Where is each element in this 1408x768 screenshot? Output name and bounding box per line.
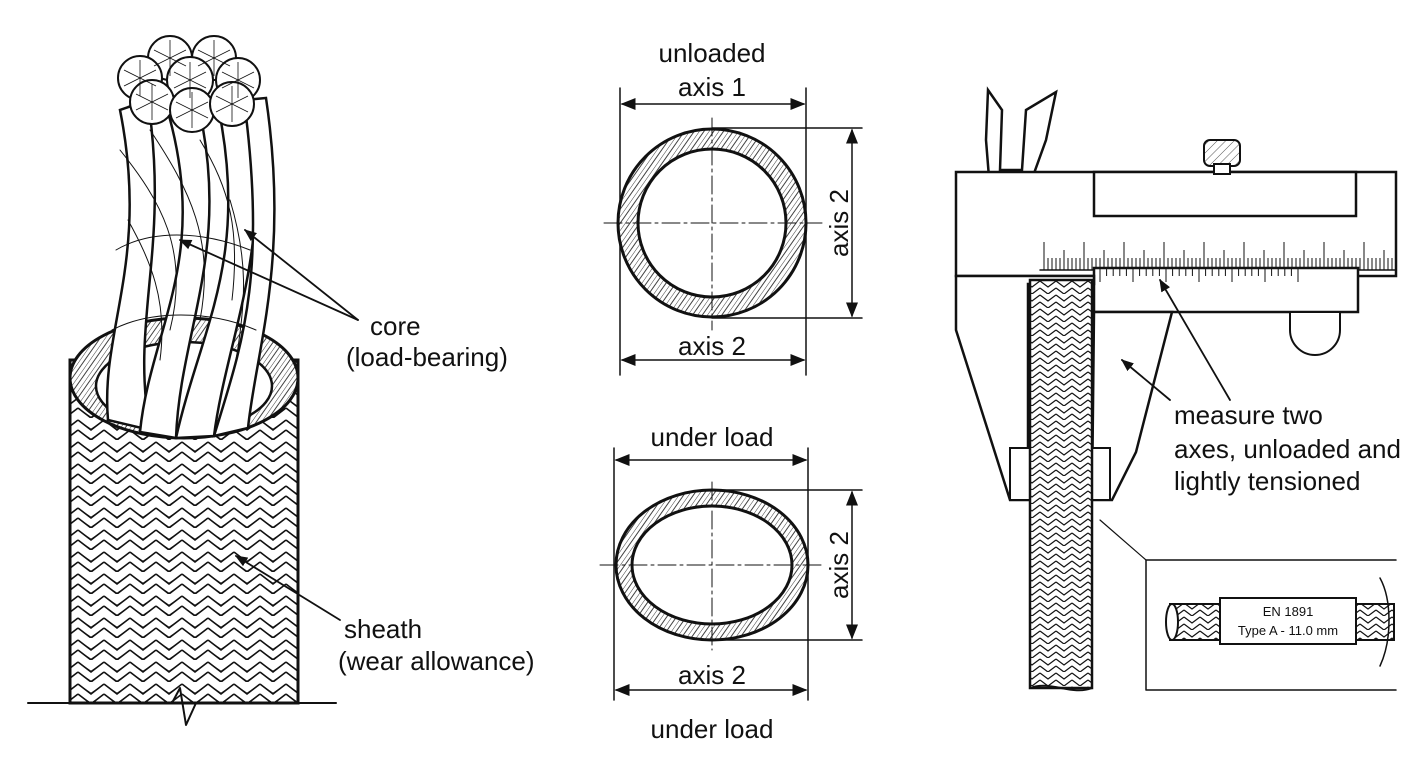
unloaded-title: unloaded: [659, 38, 766, 68]
vernier-ticks: [1099, 268, 1299, 282]
core-strands: [105, 96, 276, 440]
caliper-thumb-screw: [1203, 139, 1241, 167]
core-end-filaments: [117, 35, 261, 133]
caliper-slider-top: [1092, 170, 1358, 218]
rope-tag-inset: [1145, 559, 1397, 691]
note-leader-2: [1121, 359, 1171, 401]
unloaded-axis2-bottom-label: axis 2: [678, 331, 746, 361]
caliper-fixed-jaw: [954, 274, 1096, 502]
tag-line-2: Type A - 11.0 mm: [1238, 623, 1338, 638]
rope-tag: [1219, 597, 1357, 645]
loaded-axis2-side-label: axis 2: [824, 531, 854, 599]
unloaded-section: unloaded axis 1 axis 2 axis 2: [603, 38, 863, 376]
core-leader-1: [178, 239, 359, 321]
tag-line-1: EN 1891: [1263, 604, 1314, 619]
rope-cutaway: core (load-bearing) sheath (wear allowan…: [27, 35, 535, 726]
unloaded-axis2-side-label: axis 2: [824, 189, 854, 257]
loaded-section: under load axis 2 axis 2 under load: [599, 422, 863, 744]
sheath-leader: [234, 555, 341, 621]
loaded-axis2-bottom-label: axis 2: [678, 660, 746, 690]
core-leader-2: [244, 229, 359, 321]
filament-hatching: [123, 40, 255, 128]
note-line-2: axes, unloaded and: [1174, 434, 1401, 464]
loaded-footer-label: under load: [651, 714, 774, 744]
unloaded-axis1-label: axis 1: [678, 72, 746, 102]
sheath-label: sheath: [344, 614, 422, 644]
caliper-measurement: measure two axes, unloaded and lightly t…: [954, 86, 1401, 692]
core-sublabel: (load-bearing): [346, 342, 508, 372]
loaded-top-label: under load: [651, 422, 774, 452]
note-leader-1: [1159, 278, 1231, 401]
sheath-sublabel: (wear allowance): [338, 646, 535, 676]
core-label: core: [370, 311, 421, 341]
caliper-rope: [1028, 278, 1094, 690]
note-line-3: lightly tensioned: [1174, 466, 1360, 496]
caliper-vernier: [1092, 266, 1360, 314]
break-mark: [171, 687, 197, 726]
note-line-1: measure two: [1174, 400, 1323, 430]
